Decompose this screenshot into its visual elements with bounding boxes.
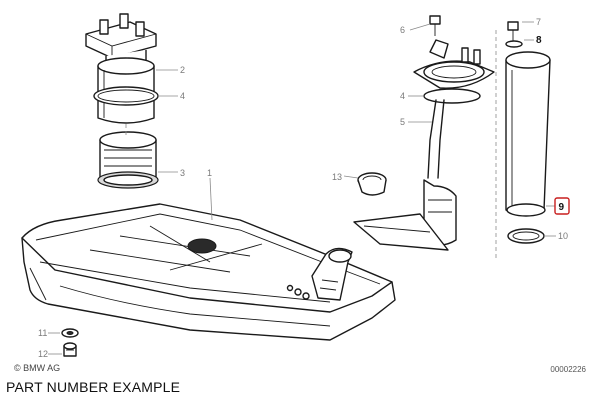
callout-13: 13 <box>332 172 342 182</box>
callout-4-sender-ring: 4 <box>400 91 405 101</box>
callout-1: 1 <box>207 168 212 178</box>
caption: PART NUMBER EXAMPLE <box>6 379 181 395</box>
bolt-12 <box>63 342 77 357</box>
callout-12: 12 <box>38 349 48 359</box>
callout-8: 8 <box>536 35 542 46</box>
copyright-notice: © BMW AG <box>14 363 61 373</box>
fuel-filter-canister-9 <box>495 21 551 260</box>
callout-4-clamp: 4 <box>180 91 185 101</box>
callout-5: 5 <box>400 117 405 127</box>
callout-11: 11 <box>38 328 47 338</box>
document-number: 00002226 <box>550 365 586 374</box>
fuel-level-sender <box>353 39 495 251</box>
screw-6 <box>429 15 441 36</box>
callout-7: 7 <box>536 17 541 27</box>
filter-element-3 <box>97 131 159 189</box>
leader-lines <box>48 21 556 355</box>
washer-11 <box>61 328 79 338</box>
callout-3-filter-element: 3 <box>180 168 185 178</box>
gasket-ring-13 <box>357 172 387 196</box>
callout-2-filter-housing: 2 <box>180 65 185 75</box>
callout-9-highlighted: 9 <box>559 202 565 213</box>
callout-10: 10 <box>558 231 568 241</box>
fuel-tank <box>21 203 396 341</box>
highlight-frame-9 <box>554 197 570 215</box>
callout-6: 6 <box>400 25 405 35</box>
filter-housing-2 <box>85 13 159 189</box>
